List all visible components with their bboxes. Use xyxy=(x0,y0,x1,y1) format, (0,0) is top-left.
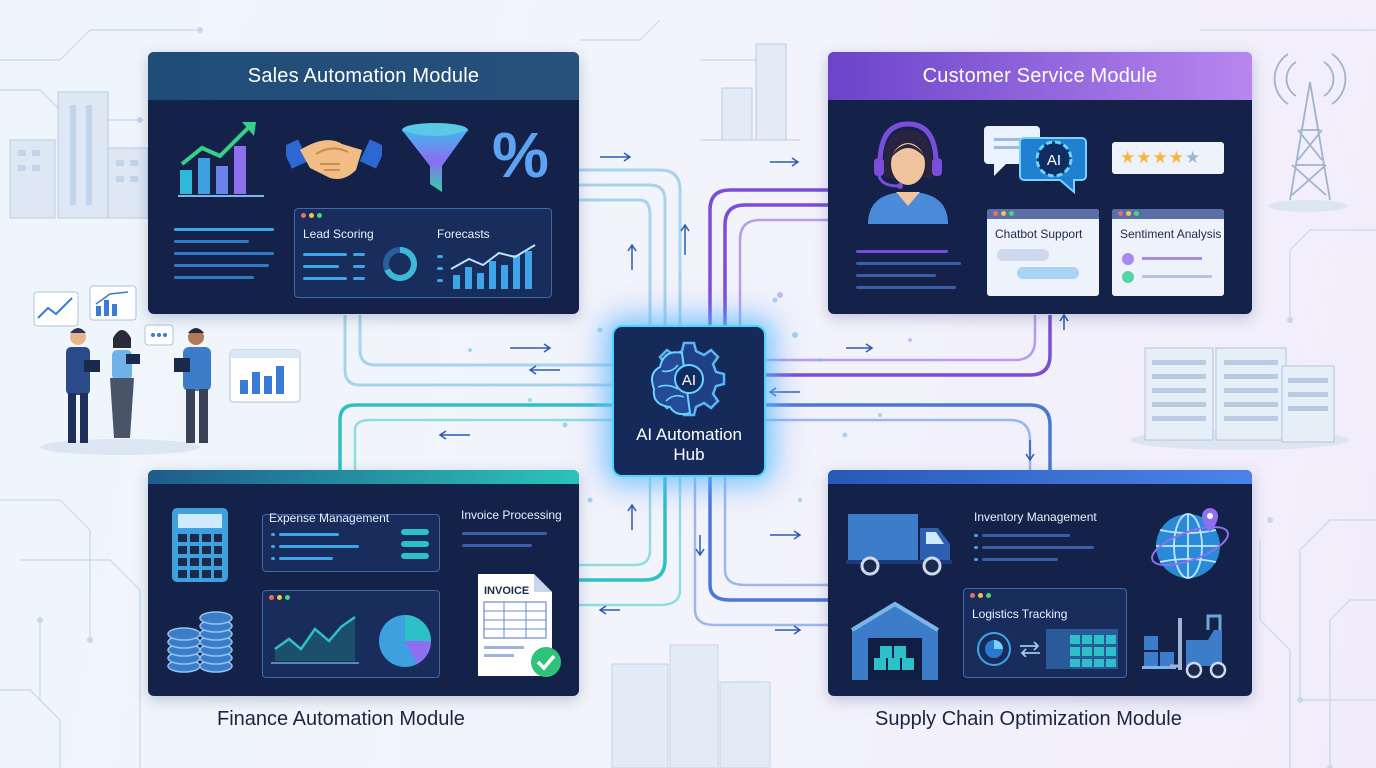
invoice-document-icon: INVOICE xyxy=(478,574,561,677)
team-illustration xyxy=(33,285,301,455)
lead-scoring-label: Lead Scoring xyxy=(303,227,374,241)
invoice-processing-label: Invoice Processing xyxy=(461,508,562,522)
star-filled-icon: ★ xyxy=(1136,148,1153,167)
expense-management-card: Expense Management xyxy=(262,511,440,572)
percent-icon: % xyxy=(492,119,549,191)
expense-management-label: Expense Management xyxy=(269,511,390,525)
rating-card: ★★★★★ xyxy=(1112,142,1224,174)
globe-location-icon xyxy=(1151,508,1229,579)
transfer-arrows-icon xyxy=(1020,641,1040,657)
hub-title: AI Automation Hub xyxy=(614,425,764,465)
star-filled-icon: ★ xyxy=(1152,148,1169,167)
donut-chart-icon xyxy=(383,247,417,281)
container-grid-icon xyxy=(1046,629,1118,669)
trend-line-chart-icon xyxy=(271,615,359,664)
ai-automation-hub: AI AI Automation Hub xyxy=(612,325,766,477)
supply-chain-module-title: Supply Chain Optimization Module xyxy=(875,708,1182,730)
svg-text:AI: AI xyxy=(1047,152,1061,169)
star-filled-icon: ★ xyxy=(1168,148,1185,167)
calculator-icon xyxy=(172,508,228,582)
warehouse-icon xyxy=(850,601,940,680)
chatbot-support-card: Chatbot Support xyxy=(987,209,1099,296)
supply-chain-panel: Inventory Management Logistics Tracking xyxy=(828,470,1252,696)
growth-chart-icon xyxy=(178,122,264,197)
finance-analytics-card xyxy=(262,590,440,678)
sales-dashboard-card: Lead Scoring Forecasts xyxy=(294,208,552,298)
svg-text:AI: AI xyxy=(682,372,696,389)
ai-brain-gear-icon: AI xyxy=(651,341,726,417)
finance-module-title: Finance Automation Module xyxy=(217,708,465,730)
customer-service-panel-title: Customer Service Module xyxy=(828,52,1252,100)
forecasts-label: Forecasts xyxy=(437,227,490,241)
coin-stack-icon xyxy=(167,611,233,673)
forecast-bar-chart-icon xyxy=(450,244,536,289)
ai-chat-bubble-icon: AI xyxy=(984,126,1087,195)
inventory-management-label: Inventory Management xyxy=(974,510,1097,524)
hub-title-line1: AI Automation xyxy=(636,425,742,444)
sales-funnel-icon xyxy=(402,123,468,192)
logistics-tracking-label: Logistics Tracking xyxy=(972,607,1068,621)
hub-title-line2: Hub xyxy=(673,445,705,464)
delivery-truck-icon xyxy=(846,514,952,576)
tracking-radar-icon xyxy=(977,632,1011,666)
sentiment-analysis-label: Sentiment Analysis xyxy=(1120,227,1222,241)
forklift-icon xyxy=(1142,614,1227,679)
rating-stars: ★★★★★ xyxy=(1120,148,1201,168)
sentiment-analysis-card: Sentiment Analysis xyxy=(1112,209,1224,296)
star-filled-icon: ★ xyxy=(1120,148,1137,167)
customer-service-panel: Customer Service Module AI ★★★★★ Chatbot… xyxy=(828,52,1252,314)
pie-chart-icon xyxy=(379,615,431,667)
handshake-icon xyxy=(286,139,382,179)
sales-panel-title: Sales Automation Module xyxy=(148,52,579,100)
star-empty-icon: ★ xyxy=(1185,148,1202,167)
svg-text:INVOICE: INVOICE xyxy=(484,585,529,597)
logistics-tracking-card: Logistics Tracking xyxy=(963,588,1127,678)
support-agent-icon xyxy=(868,121,948,224)
supply-panel-accent xyxy=(828,470,1252,484)
finance-panel-accent xyxy=(148,470,579,484)
chatbot-support-label: Chatbot Support xyxy=(995,227,1083,241)
sales-automation-panel: Sales Automation Module % Lead Scoring F… xyxy=(148,52,579,314)
finance-automation-panel: Expense Management Invoice Processing IN… xyxy=(148,470,579,696)
